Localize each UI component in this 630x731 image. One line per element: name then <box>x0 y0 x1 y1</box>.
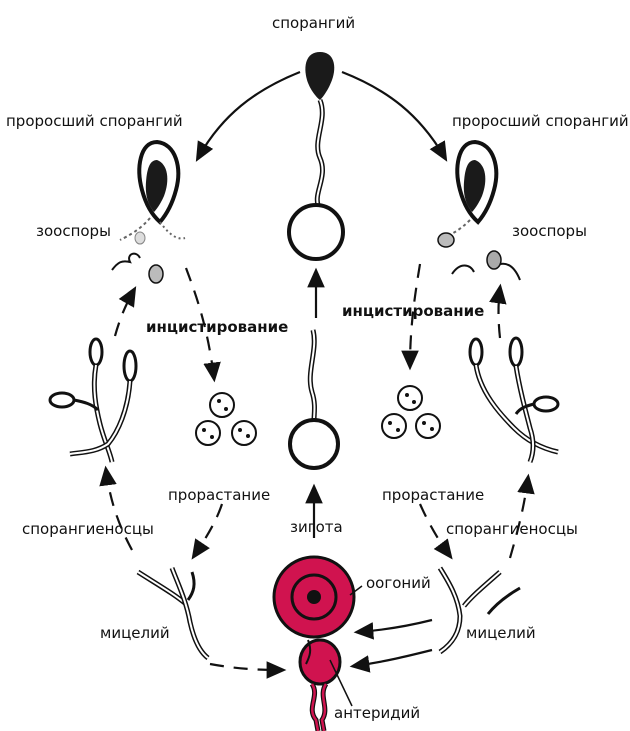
label-sporangium: спорангий <box>272 14 355 32</box>
mycelium-left <box>138 568 208 658</box>
arrow-mycelium-to-sporangiophore-right <box>510 478 528 558</box>
cysts-left <box>196 393 256 445</box>
arrow-sporangium-right <box>342 72 445 158</box>
germinated-sporangium-right <box>438 142 520 280</box>
cysts-right <box>382 386 440 438</box>
sporangium-drawing <box>289 52 343 259</box>
label-germinated-sporangium-right: проросший спорангий <box>452 112 629 130</box>
label-zygote: зигота <box>290 518 343 536</box>
label-mycelium-left: мицелий <box>100 624 170 642</box>
label-germination-left: прорастание <box>168 486 270 504</box>
arrow-zoospores-to-sporangiophore-left <box>115 290 134 336</box>
label-mycelium-right: мицелий <box>466 624 536 642</box>
label-oogonium: оогоний <box>366 574 431 592</box>
label-zoospores-left: зооспоры <box>36 222 111 240</box>
sporangiophore-right <box>470 338 558 462</box>
label-antheridium: антеридий <box>334 704 420 722</box>
arrow-cysts-to-mycelium-left <box>194 504 222 556</box>
sporangiophore-left <box>50 339 136 462</box>
label-germination-right: прорастание <box>382 486 484 504</box>
germinated-sporangium-left <box>112 142 185 283</box>
arrow-mycelium-to-oogonium-left <box>210 664 282 670</box>
arrow-sporangiophore-to-zoospores-right <box>499 288 501 338</box>
label-encystment-left: инцистирование <box>146 318 288 336</box>
arrow-mycelium-to-oogonium-right <box>358 620 432 632</box>
germinating-zygote <box>290 330 338 468</box>
oogonium-drawing <box>274 557 354 684</box>
arrow-sporangium-left <box>198 72 300 158</box>
label-zoospores-right: зооспоры <box>512 222 587 240</box>
label-encystment-right: инцистирование <box>342 302 484 320</box>
label-sporangiophores-left: спорангиеносцы <box>22 520 154 538</box>
arrow-mycelium-to-sporangiophore-left <box>106 470 132 550</box>
label-germinated-sporangium-left: проросший спорангий <box>6 112 183 130</box>
label-sporangiophores-right: спорангиеносцы <box>446 520 578 538</box>
antheridium-drawing <box>312 684 326 731</box>
arrow-mycelium-to-antheridium-right <box>354 650 432 666</box>
